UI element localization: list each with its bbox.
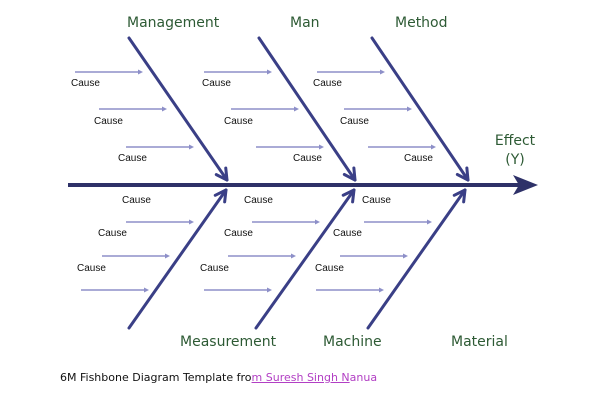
bone-method	[370, 36, 470, 182]
cause-label: Cause	[98, 228, 127, 239]
cause-label: Cause	[404, 153, 433, 164]
author-link-underlined[interactable]: m Suresh Singh N	[251, 371, 350, 384]
cause-arrowhead	[315, 219, 320, 225]
cause-label: Cause	[122, 195, 151, 206]
bone-material	[366, 188, 467, 330]
cause-label: Cause	[362, 195, 391, 206]
cause-arrowhead	[291, 253, 296, 259]
cause-arrowhead	[165, 253, 170, 259]
category-management-label: Management	[127, 15, 220, 31]
cause-label: Cause	[224, 116, 253, 127]
caption: 6M Fishbone Diagram Template from Suresh…	[60, 371, 377, 384]
cause-label: Cause	[244, 195, 273, 206]
cause-label: Cause	[293, 153, 322, 164]
cause-arrowhead	[431, 144, 436, 150]
bone-management-arrowhead	[214, 166, 229, 182]
author-link-rest[interactable]: anua	[349, 371, 378, 384]
cause-label: Cause	[313, 78, 342, 89]
bone-measurement	[127, 188, 228, 330]
cause-label: Cause	[94, 116, 123, 127]
author-link[interactable]: m Suresh Singh Nanua	[252, 371, 378, 384]
category-measurement-label: Measurement	[180, 334, 277, 350]
cause-arrowhead	[379, 287, 384, 293]
category-man-label: Man	[290, 15, 320, 31]
cause-arrowhead	[403, 253, 408, 259]
bone-method-arrowhead	[455, 166, 470, 182]
cause-label: Cause	[71, 78, 100, 89]
cause-arrowhead	[407, 106, 412, 112]
bone-management	[127, 36, 229, 182]
cause-arrowhead	[162, 106, 167, 112]
effect-label: Effect (Y)	[490, 132, 540, 170]
cause-label: Cause	[77, 263, 106, 274]
cause-arrowhead	[267, 69, 272, 75]
effect-subtitle: (Y)	[505, 152, 525, 168]
cause-label: Cause	[315, 263, 344, 274]
cause-arrowhead	[294, 106, 299, 112]
cause-arrowhead	[189, 219, 194, 225]
effect-title: Effect	[494, 133, 536, 149]
category-material-label: Material	[451, 334, 508, 350]
cause-label: Cause	[333, 228, 362, 239]
cause-arrowhead	[427, 219, 432, 225]
cause-arrowhead	[138, 69, 143, 75]
bone-machine-arrowhead	[341, 188, 356, 204]
cause-arrowhead	[144, 287, 149, 293]
cause-label: Cause	[200, 263, 229, 274]
bone-material-arrowhead	[452, 188, 467, 204]
bone-measurement-arrowhead	[213, 188, 228, 204]
category-machine-label: Machine	[323, 334, 382, 350]
category-method-label: Method	[395, 15, 448, 31]
cause-arrowhead	[189, 144, 194, 150]
cause-label: Cause	[118, 153, 147, 164]
spine-arrowhead	[513, 175, 538, 195]
caption-text: 6M Fishbone Diagram Template fro	[60, 371, 252, 384]
cause-label: Cause	[224, 228, 253, 239]
cause-arrowhead	[319, 144, 324, 150]
cause-arrowhead	[267, 287, 272, 293]
bone-man	[257, 36, 357, 182]
bone-man-arrowhead	[342, 166, 357, 182]
cause-label: Cause	[202, 78, 231, 89]
cause-arrowhead	[380, 69, 385, 75]
cause-label: Cause	[340, 116, 369, 127]
bone-machine	[254, 188, 356, 330]
